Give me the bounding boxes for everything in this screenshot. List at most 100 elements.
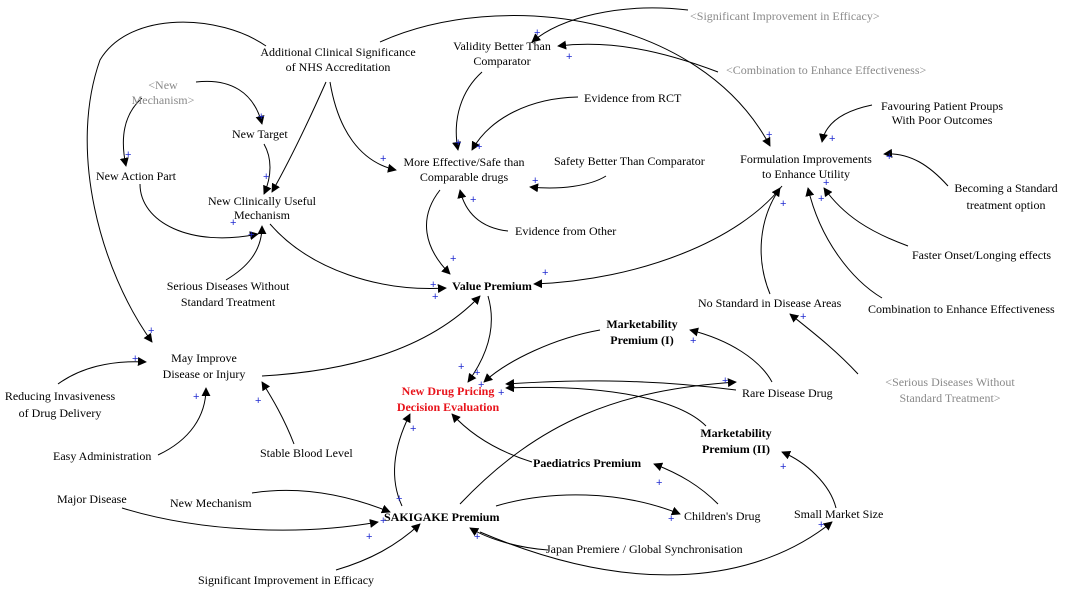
polarity-sign: +	[668, 513, 674, 525]
polarity-sign: +	[818, 193, 824, 205]
link-more-effective-to-value	[426, 189, 451, 275]
link-new-mechanism-shadow-to-action	[119, 97, 143, 167]
polarity-sign: +	[474, 531, 480, 543]
link-no-standard-to-formulation	[760, 187, 781, 295]
polarity-sign: +	[470, 194, 476, 206]
polarity-sign: +	[532, 175, 538, 187]
link-sakigake-to-small-market	[479, 521, 833, 576]
link-rare-to-mkt1	[689, 327, 773, 383]
polarity-sign: +	[566, 51, 572, 63]
polarity-sign: +	[230, 217, 236, 229]
link-major-disease-to-sakigake	[121, 507, 379, 531]
node-significant-improvement: Significant Improvement in Efficacy	[198, 573, 374, 587]
link-stable-to-may-improve	[261, 381, 295, 445]
polarity-sign: +	[722, 375, 728, 387]
node-small-market: Small Market Size	[794, 507, 883, 521]
polarity-sign: +	[476, 141, 482, 153]
polarity-sign: +	[458, 361, 464, 373]
node-value-premium: Value Premium	[452, 279, 532, 293]
link-rct-to-more-effective	[471, 96, 579, 151]
link-combination-shadow-to-validity	[557, 40, 719, 73]
polarity-sign: +	[498, 387, 504, 399]
polarity-sign: +	[656, 477, 662, 489]
link-childrens-to-paediatrics	[653, 462, 719, 505]
link-reducing-to-may-improve	[57, 357, 147, 385]
link-additional-to-formulation	[379, 15, 771, 147]
link-combination-to-formulation	[805, 187, 883, 299]
polarity-sign: +	[800, 311, 806, 323]
link-paediatrics-to-new-drug-pricing	[451, 413, 533, 463]
node-combination: Combination to Enhance Effectiveness	[868, 302, 1055, 316]
link-value-to-new-drug-pricing	[467, 295, 492, 383]
link-target-to-new-clinical	[263, 143, 272, 195]
node-stable-blood: Stable Blood Level	[260, 446, 353, 460]
link-becoming-to-formulation	[883, 148, 949, 187]
polarity-sign: +	[396, 493, 402, 505]
node-evidence-other: Evidence from Other	[515, 224, 616, 238]
polarity-signs: + + + + + + + + + + + + + + + + + + + + …	[125, 27, 892, 543]
node-safety-better: Safety Better Than Comparator	[554, 154, 705, 168]
node-japan-premiere: Japan Premiere / Global Synchronisation	[546, 542, 743, 556]
link-additional-to-new-clinical	[271, 81, 327, 193]
polarity-sign: +	[255, 395, 261, 407]
variable-labels: <Significant Improvement in Efficacy> Va…	[5, 9, 1058, 587]
link-new-mechanism-to-sakigake	[251, 489, 391, 514]
polarity-sign: +	[766, 129, 772, 141]
link-may-improve-to-value	[261, 295, 481, 377]
node-childrens-drug: Children's Drug	[684, 509, 761, 523]
node-no-standard: No Standard in Disease Areas	[698, 296, 842, 310]
polarity-sign: +	[380, 515, 386, 527]
polarity-sign: +	[430, 279, 436, 291]
polarity-sign: +	[366, 531, 372, 543]
polarity-sign: +	[478, 379, 484, 391]
node-easy-administration: Easy Administration	[53, 449, 151, 463]
polarity-sign: +	[258, 111, 264, 123]
node-major-disease: Major Disease	[57, 492, 127, 506]
link-sig-improvement-to-validity	[531, 7, 689, 43]
node-sakigake-premium: SAKIGAKE Premium	[384, 510, 499, 524]
link-other-to-more-effective	[457, 189, 509, 232]
node-new-mechanism: New Mechanism	[170, 496, 252, 510]
polarity-sign: +	[380, 153, 386, 165]
link-sakigake-to-new-drug-pricing	[393, 413, 411, 507]
polarity-sign: +	[410, 423, 416, 435]
polarity-sign: +	[193, 391, 199, 403]
polarity-sign: +	[263, 171, 269, 183]
link-japan-to-sakigake	[469, 527, 549, 551]
link-additional-to-more-effective	[329, 81, 397, 173]
polarity-sign: +	[455, 137, 461, 149]
link-validity-to-more-effective	[452, 71, 483, 151]
polarity-sign: +	[534, 27, 540, 39]
link-significant-to-sakigake	[335, 523, 421, 571]
polarity-sign: +	[450, 253, 456, 265]
polarity-sign: +	[148, 325, 154, 337]
link-sakigake-to-childrens	[495, 494, 681, 516]
link-mkt2-to-new-drug-pricing	[505, 383, 707, 427]
node-combination-shadow: <Combination to Enhance Effectiveness>	[726, 63, 926, 77]
link-mkt1-to-new-drug-pricing	[483, 329, 601, 383]
link-serious-to-new-clinical	[225, 225, 267, 281]
link-safety-to-more-effective	[529, 175, 607, 193]
polarity-sign: +	[780, 461, 786, 473]
causal-links	[57, 7, 949, 576]
node-significant-improvement-shadow: <Significant Improvement in Efficacy>	[690, 9, 880, 23]
polarity-sign: +	[829, 133, 835, 145]
link-faster-to-formulation	[823, 187, 909, 247]
polarity-sign: +	[690, 335, 696, 347]
link-additional-to-may-improve	[86, 21, 267, 343]
polarity-sign: +	[132, 353, 138, 365]
link-small-market-to-mkt2	[781, 450, 837, 509]
polarity-sign: +	[886, 151, 892, 163]
link-serious-shadow-to-no-standard	[789, 313, 859, 375]
link-formulation-to-value	[533, 185, 783, 289]
